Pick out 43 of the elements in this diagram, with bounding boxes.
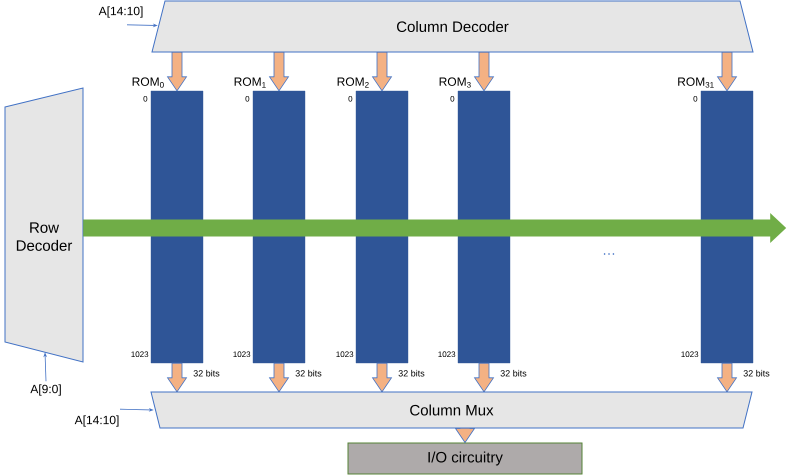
address-label: 1023	[438, 351, 456, 358]
edge-label: 32 bits	[294, 368, 323, 378]
address-label: 0	[693, 96, 698, 102]
ellipsis: …	[604, 253, 614, 255]
io-circuitry-box: I/O circuitry	[348, 442, 582, 474]
address-label: 0	[143, 96, 148, 102]
block-arrow	[716, 52, 738, 92]
address-label: 1023	[131, 351, 148, 358]
block-arrow	[372, 52, 392, 92]
address-label: 1023	[233, 351, 250, 358]
rom-label: ROM$_{0}$	[132, 77, 164, 88]
address-label: 0	[245, 96, 250, 102]
rom-label: ROM$_{2}$	[338, 77, 369, 88]
address-label: 0	[450, 96, 454, 102]
address-label: A[9:0]	[30, 384, 61, 396]
address-label: A[14:10]	[98, 6, 142, 18]
memory-bar	[150, 90, 204, 364]
block-arrow	[474, 362, 494, 393]
block-arrow	[716, 362, 738, 393]
memory-bar	[356, 90, 408, 364]
block-arrow	[166, 362, 188, 393]
edge-label: 32 bits	[742, 368, 771, 378]
row-decoder: Row Decoder	[4, 87, 84, 363]
rom-label: ROM$_{1}$	[234, 77, 266, 88]
address-label: 0	[348, 96, 352, 102]
block-arrow	[166, 52, 188, 92]
address-label: 1023	[336, 351, 354, 358]
edge-label: 32 bits	[397, 368, 426, 378]
rom-label: ROM$_{31}$	[678, 77, 714, 88]
address-label: 1023	[681, 351, 698, 358]
edge-label: 32 bits	[192, 368, 221, 378]
address-label: A[14:10]	[74, 415, 118, 427]
block-arrow	[268, 52, 290, 92]
memory-bar	[700, 90, 754, 364]
block-arrow	[454, 428, 476, 444]
block-arrow	[474, 52, 494, 92]
memory-bar	[458, 90, 510, 364]
edge-label: 32 bits	[499, 368, 528, 378]
memory-bar	[252, 90, 306, 364]
block-arrow	[372, 362, 392, 393]
rom-label: ROM$_{3}$	[440, 77, 471, 88]
bus-arrow	[83, 213, 786, 243]
block-arrow	[268, 362, 290, 393]
